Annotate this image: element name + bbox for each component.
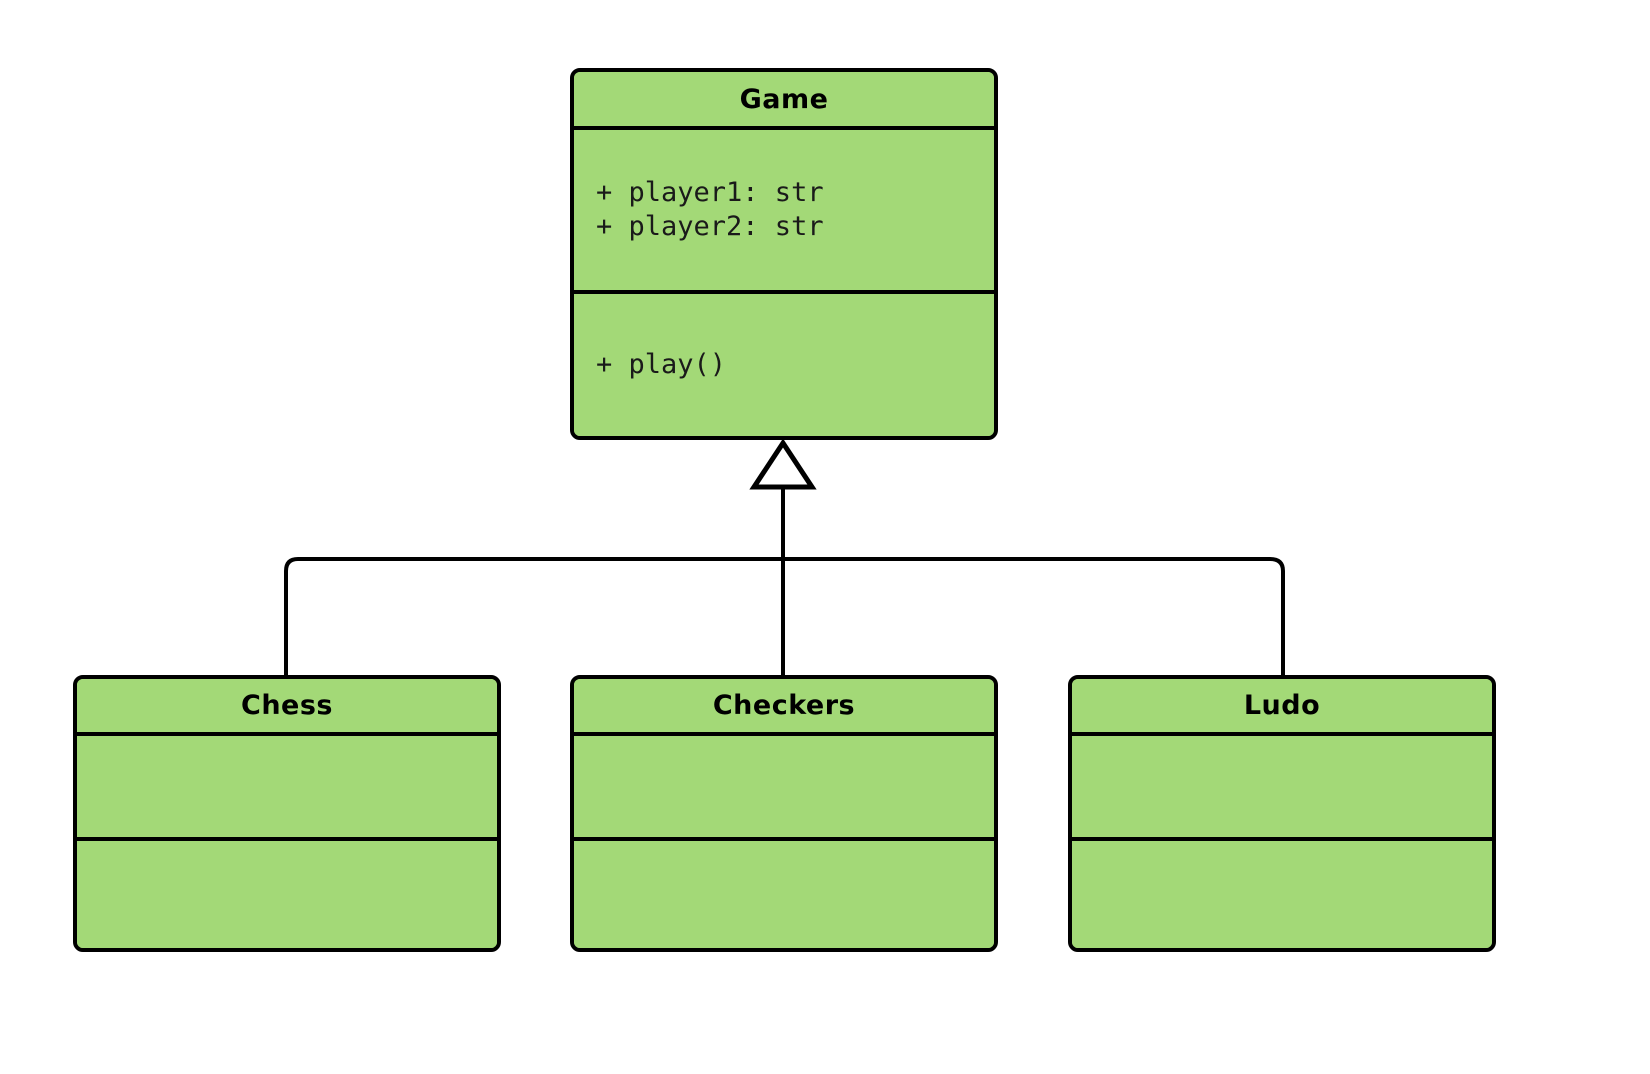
generalization-junction-bar <box>284 557 1285 675</box>
method-row: + play() <box>596 349 727 380</box>
class-methods-chess <box>77 841 497 948</box>
class-methods-checkers <box>574 841 994 948</box>
class-attributes-checkers <box>574 736 994 841</box>
attribute-row: + player2: str <box>596 211 824 242</box>
class-name-ludo: Ludo <box>1072 679 1492 736</box>
attribute-row: + player1: str <box>596 177 824 208</box>
class-name-chess: Chess <box>77 679 497 736</box>
class-attributes-chess <box>77 736 497 841</box>
class-name-game: Game <box>574 72 994 130</box>
class-box-checkers[interactable]: Checkers <box>570 675 998 952</box>
class-box-ludo[interactable]: Ludo <box>1068 675 1496 952</box>
class-methods-ludo <box>1072 841 1492 948</box>
class-box-game[interactable]: Game + player1: str + player2: str + pla… <box>570 68 998 440</box>
class-box-chess[interactable]: Chess <box>73 675 501 952</box>
class-attributes-ludo <box>1072 736 1492 841</box>
class-name-checkers: Checkers <box>574 679 994 736</box>
class-methods-game: + play() <box>574 294 994 436</box>
class-attributes-game: + player1: str + player2: str <box>574 130 994 294</box>
hollow-triangle-arrowhead <box>749 438 817 490</box>
